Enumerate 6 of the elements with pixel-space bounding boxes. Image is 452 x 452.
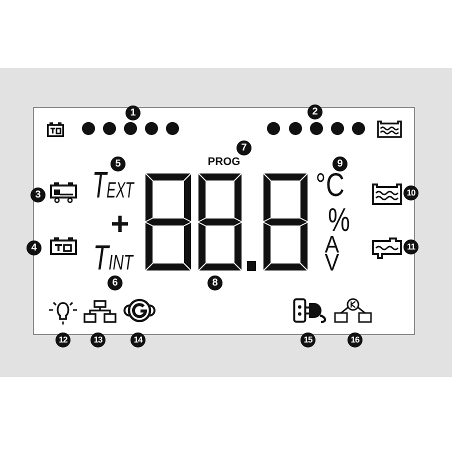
unit-label: °C bbox=[316, 173, 344, 197]
unit-label: V bbox=[324, 254, 340, 272]
indicator-label: PROG bbox=[208, 159, 240, 167]
plus-sign: + bbox=[110, 212, 130, 236]
unit-label: % bbox=[328, 208, 350, 232]
unit-label: A bbox=[324, 236, 340, 254]
